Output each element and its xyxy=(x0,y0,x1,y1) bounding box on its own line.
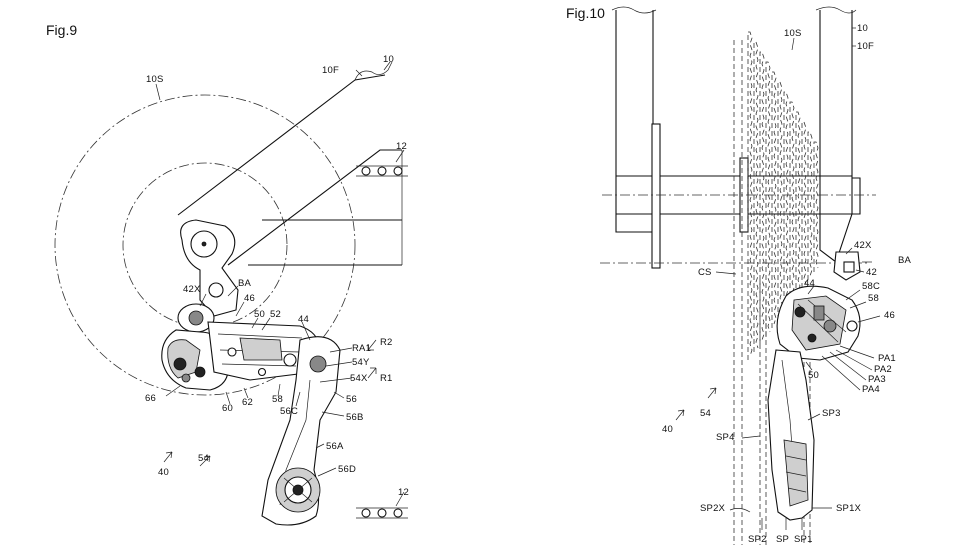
fig10-label-10S: 10S xyxy=(784,28,802,39)
fig9-label-66: 66 xyxy=(145,393,156,404)
fig10-label-44: 44 xyxy=(804,278,815,289)
fig10-cassette xyxy=(747,31,819,360)
fig9-b-bolt xyxy=(208,282,224,298)
fig10-label-PA3: PA3 xyxy=(868,374,886,385)
fig9: Fig.9 xyxy=(46,22,409,526)
fig9-leaders xyxy=(155,61,405,507)
fig10-label-SP1X: SP1X xyxy=(836,503,862,514)
fig10-label-46: 46 xyxy=(884,310,895,321)
fig9-label-62: 62 xyxy=(242,397,253,408)
fig10-label-58C: 58C xyxy=(862,281,880,292)
fig9-label-44: 44 xyxy=(298,314,309,325)
fig9-chain-lower xyxy=(356,507,408,519)
fig10-label-42X: 42X xyxy=(854,240,872,251)
fig10-label-SP: SP xyxy=(776,534,789,545)
fig9-arrow-r2 xyxy=(367,339,377,351)
fig10-label-SP1: SP1 xyxy=(794,534,813,545)
fig9-label-40: 40 xyxy=(158,467,169,478)
fig10: Fig.10 xyxy=(566,5,912,545)
fig10-label-10: 10 xyxy=(857,23,868,34)
fig10-label-SP4: SP4 xyxy=(716,432,735,443)
cassette-sprocket xyxy=(807,131,813,280)
fig9-arrow-54 xyxy=(199,455,211,467)
fig10-label-54: 54 xyxy=(700,408,711,419)
fig9-label-R1: R1 xyxy=(380,373,393,384)
fig10-hub-axle xyxy=(600,123,876,269)
fig10-label-CS: CS xyxy=(698,267,712,278)
fig9-label-12-upper: 12 xyxy=(396,141,407,152)
fig10-label-10F: 10F xyxy=(857,41,874,52)
fig10-label-58: 58 xyxy=(868,293,879,304)
fig10-leaders xyxy=(675,27,881,530)
fig10-label-50: 50 xyxy=(808,370,819,381)
fig9-label-46: 46 xyxy=(244,293,255,304)
fig10-title: Fig.10 xyxy=(566,5,605,21)
fig9-label-58: 58 xyxy=(272,394,283,405)
fig9-label-52: 52 xyxy=(270,309,281,320)
cassette-sprocket xyxy=(759,51,765,344)
fig10-label-SP3: SP3 xyxy=(822,408,841,419)
cassette-sprocket xyxy=(783,91,789,312)
fig9-axle-center xyxy=(201,241,207,247)
fig9-label-54Y: 54Y xyxy=(352,357,370,368)
fig9-label-12-lower: 12 xyxy=(398,487,409,498)
fig10-label-SP2: SP2 xyxy=(748,534,767,545)
fig9-label-10S: 10S xyxy=(146,74,164,85)
fig9-chain-guide xyxy=(261,336,341,526)
fig9-label-10F: 10F xyxy=(322,65,339,76)
fig10-label-PA4: PA4 xyxy=(862,384,880,395)
fig9-label-56D: 56D xyxy=(338,464,356,475)
cassette-sprocket xyxy=(777,81,783,320)
cassette-sprocket xyxy=(801,121,807,288)
fig9-frame xyxy=(177,61,403,266)
cassette-sprocket xyxy=(747,31,753,360)
fig9-arrow-r1 xyxy=(367,367,377,379)
fig10-frame xyxy=(611,6,861,263)
cassette-sprocket xyxy=(789,101,795,304)
fig9-label-60: 60 xyxy=(222,403,233,414)
fig9-label-R2: R2 xyxy=(380,337,393,348)
fig9-title: Fig.9 xyxy=(46,22,77,38)
fig9-arrow-40 xyxy=(163,451,173,463)
fig10-label-42: 42 xyxy=(866,267,877,278)
fig9-chain-upper xyxy=(356,165,408,177)
fig10-label-PA1: PA1 xyxy=(878,353,896,364)
fig9-label-BA: BA xyxy=(238,278,252,289)
fig10-label-BA: BA xyxy=(898,255,912,266)
fig10-label-SP2X: SP2X xyxy=(700,503,726,514)
fig9-label-56B: 56B xyxy=(346,412,364,423)
cassette-sprocket xyxy=(765,61,771,336)
fig9-label-54X: 54X xyxy=(350,373,368,384)
fig9-label-50: 50 xyxy=(254,309,265,320)
fig9-label-56C: 56C xyxy=(280,406,298,417)
fig9-label-42X: 42X xyxy=(183,284,201,295)
cassette-sprocket xyxy=(771,71,777,328)
fig9-label-10: 10 xyxy=(383,54,394,65)
fig10-label-PA2: PA2 xyxy=(874,364,892,375)
cassette-sprocket xyxy=(753,41,759,352)
fig9-label-56A: 56A xyxy=(326,441,344,452)
fig9-large-sprocket-outline xyxy=(54,94,356,396)
cassette-sprocket xyxy=(813,141,819,272)
fig9-label-56: 56 xyxy=(346,394,357,405)
fig9-label-RA1: RA1 xyxy=(352,343,371,354)
fig9-derailleur-base xyxy=(161,303,229,391)
fig10-derailleur xyxy=(776,251,861,361)
fig9-linkage xyxy=(207,321,321,381)
fig10-chain-guide xyxy=(767,349,815,521)
fig9-label-54: 54 xyxy=(198,453,209,464)
cassette-sprocket xyxy=(795,111,801,296)
fig10-label-40: 40 xyxy=(662,424,673,435)
